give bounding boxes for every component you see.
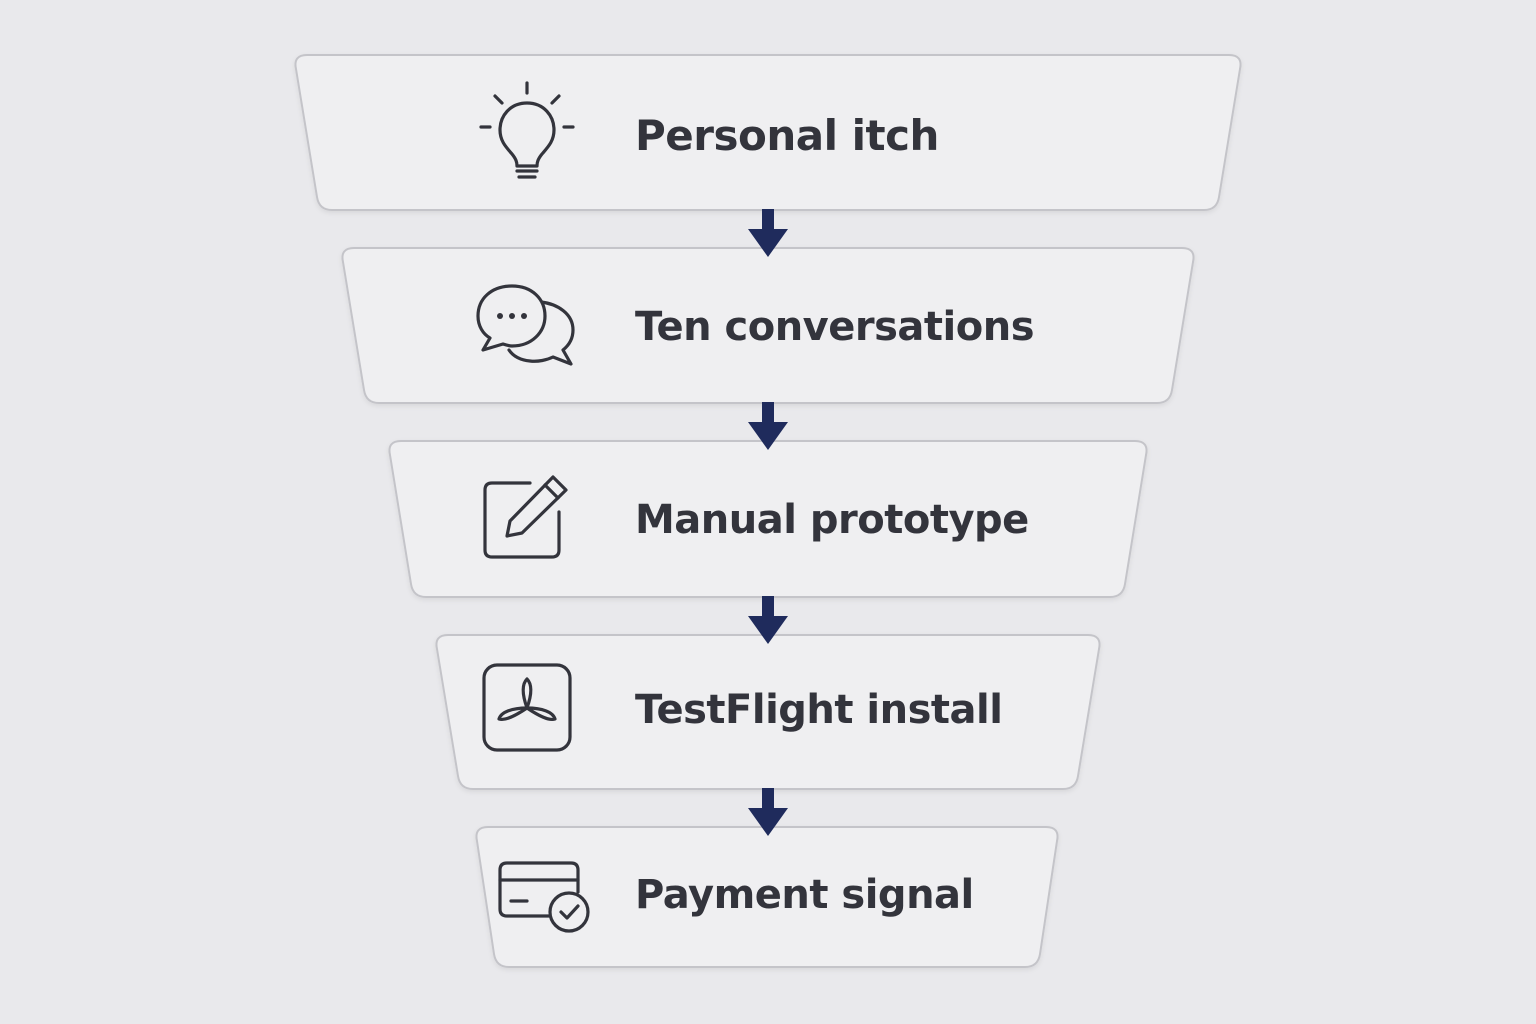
funnel-stage-ten-conversations [341,247,1195,404]
funnel-stage-payment-signal [475,826,1059,968]
down-arrow-icon [748,402,788,450]
credit-card-check-icon [498,861,590,933]
testflight-propeller-icon [482,663,572,752]
stage-label-manual-prototype: Manual prototype [635,497,1029,543]
down-arrow-icon [748,596,788,644]
stage-label-testflight-install: TestFlight install [635,687,1003,733]
lightbulb-icon [479,81,575,179]
edit-pencil-icon [483,475,568,559]
stage-label-ten-conversations: Ten conversations [635,304,1035,350]
stage-label-payment-signal: Payment signal [635,872,974,918]
stage-label-personal-itch: Personal itch [635,111,939,160]
funnel-stage-manual-prototype [388,440,1148,598]
chat-bubbles-icon [476,284,575,366]
down-arrow-icon [748,209,788,257]
funnel-stage-testflight-install [435,634,1101,790]
down-arrow-icon [748,788,788,836]
